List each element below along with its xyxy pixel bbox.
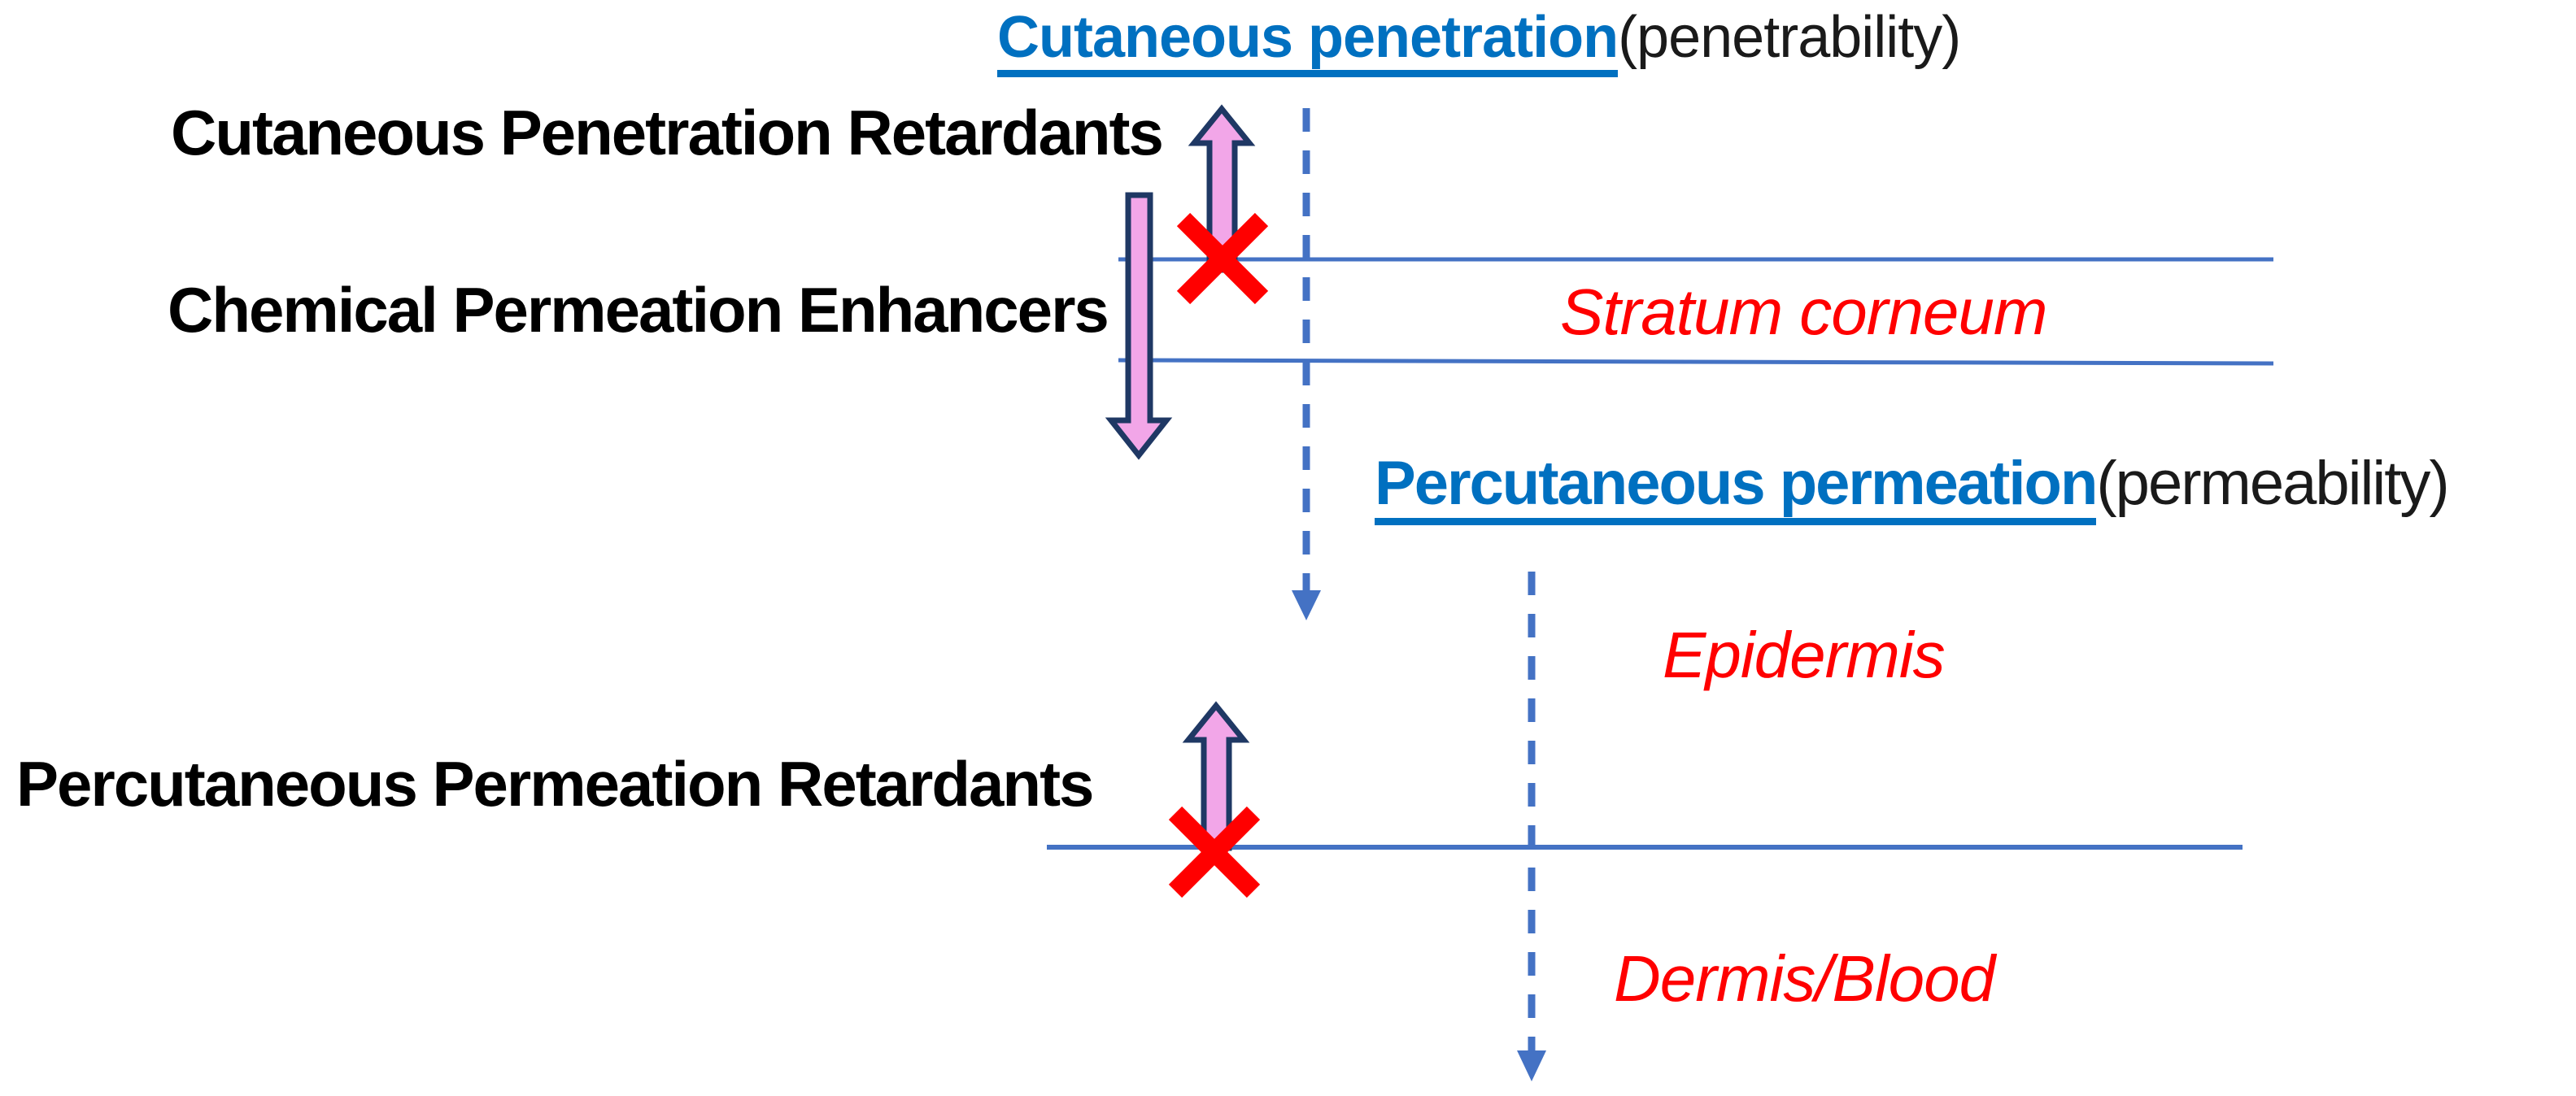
percutaneous-permeation-heading: Percutaneous permeation (permeability) — [1375, 453, 2450, 525]
stratum-corneum-bottom-line — [1118, 358, 2274, 366]
penetrability-suffix: (penetrability) — [1618, 5, 1961, 70]
penetration-dashed-arrow — [1292, 108, 1321, 620]
cutaneous-penetration-retardants-label: Cutaneous Penetration Retardants — [171, 97, 1164, 168]
block-x-icon-top — [1176, 212, 1269, 305]
percutaneous-permeation-link-text: Percutaneous permeation — [1375, 453, 2098, 525]
stratum-corneum-label: Stratum corneum — [1560, 276, 2048, 348]
arrowhead — [1292, 590, 1321, 620]
chemical-permeation-enhancers-label: Chemical Permeation Enhancers — [168, 274, 1109, 346]
arrowhead — [1517, 1050, 1546, 1081]
permeation-dashed-arrow — [1517, 572, 1546, 1081]
enhancer-down-arrow — [1105, 192, 1173, 460]
block-x-icon-bottom — [1168, 806, 1261, 898]
dermis-blood-label: Dermis/Blood — [1614, 942, 1995, 1015]
cutaneous-penetration-link-text: Cutaneous penetration — [997, 8, 1619, 77]
percutaneous-permeation-retardants-label: Percutaneous Permeation Retardants — [16, 748, 1094, 820]
cutaneous-penetration-heading: Cutaneous penetration (penetrability) — [997, 5, 1961, 77]
permeability-suffix: (permeability) — [2096, 449, 2449, 518]
epidermis-label: Epidermis — [1663, 619, 1946, 691]
